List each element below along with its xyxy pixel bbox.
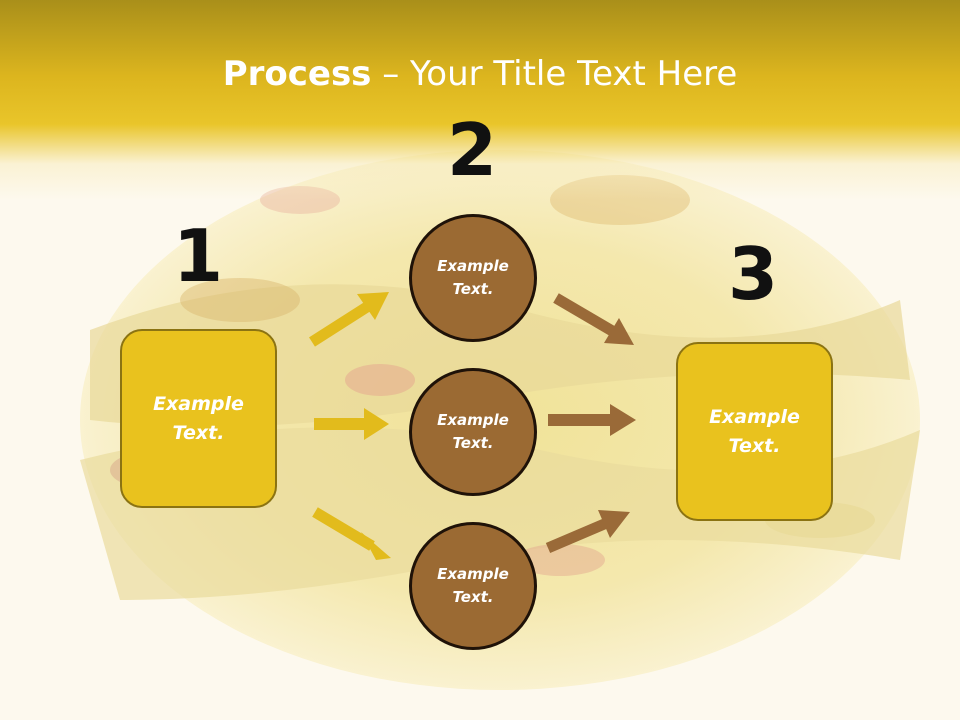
title-rest: – Your Title Text Here [371, 54, 738, 94]
brown-arrows [545, 293, 636, 554]
top-circle: Example Text. [409, 214, 537, 342]
top-circle-text: Example Text. [437, 257, 509, 298]
middle-circle-text: Example Text. [437, 411, 509, 452]
arrow-to-middle-circle [314, 408, 389, 440]
step-number-3: 3 [727, 232, 779, 316]
title-bold: Process [222, 54, 372, 94]
arrow-from-top-circle [553, 293, 634, 345]
bottom-circle-text: Example Text. [437, 565, 509, 606]
arrow-to-bottom-circle [312, 507, 391, 560]
arrow-from-bottom-circle [545, 510, 630, 554]
arrow-to-top-circle [309, 292, 389, 347]
header-band [0, 0, 960, 200]
step-number-2: 2 [446, 108, 498, 192]
slide-title: Process – Your Title Text Here [0, 52, 960, 96]
arrow-from-middle-circle [548, 404, 636, 436]
step-number-1: 1 [172, 214, 224, 298]
bottom-circle: Example Text. [409, 522, 537, 650]
right-process-box: Example Text. [676, 342, 833, 521]
left-process-box: Example Text. [120, 329, 277, 508]
yellow-arrows [309, 292, 391, 560]
right-box-text: Example Text. [709, 405, 800, 457]
left-box-text: Example Text. [153, 392, 244, 444]
middle-circle: Example Text. [409, 368, 537, 496]
